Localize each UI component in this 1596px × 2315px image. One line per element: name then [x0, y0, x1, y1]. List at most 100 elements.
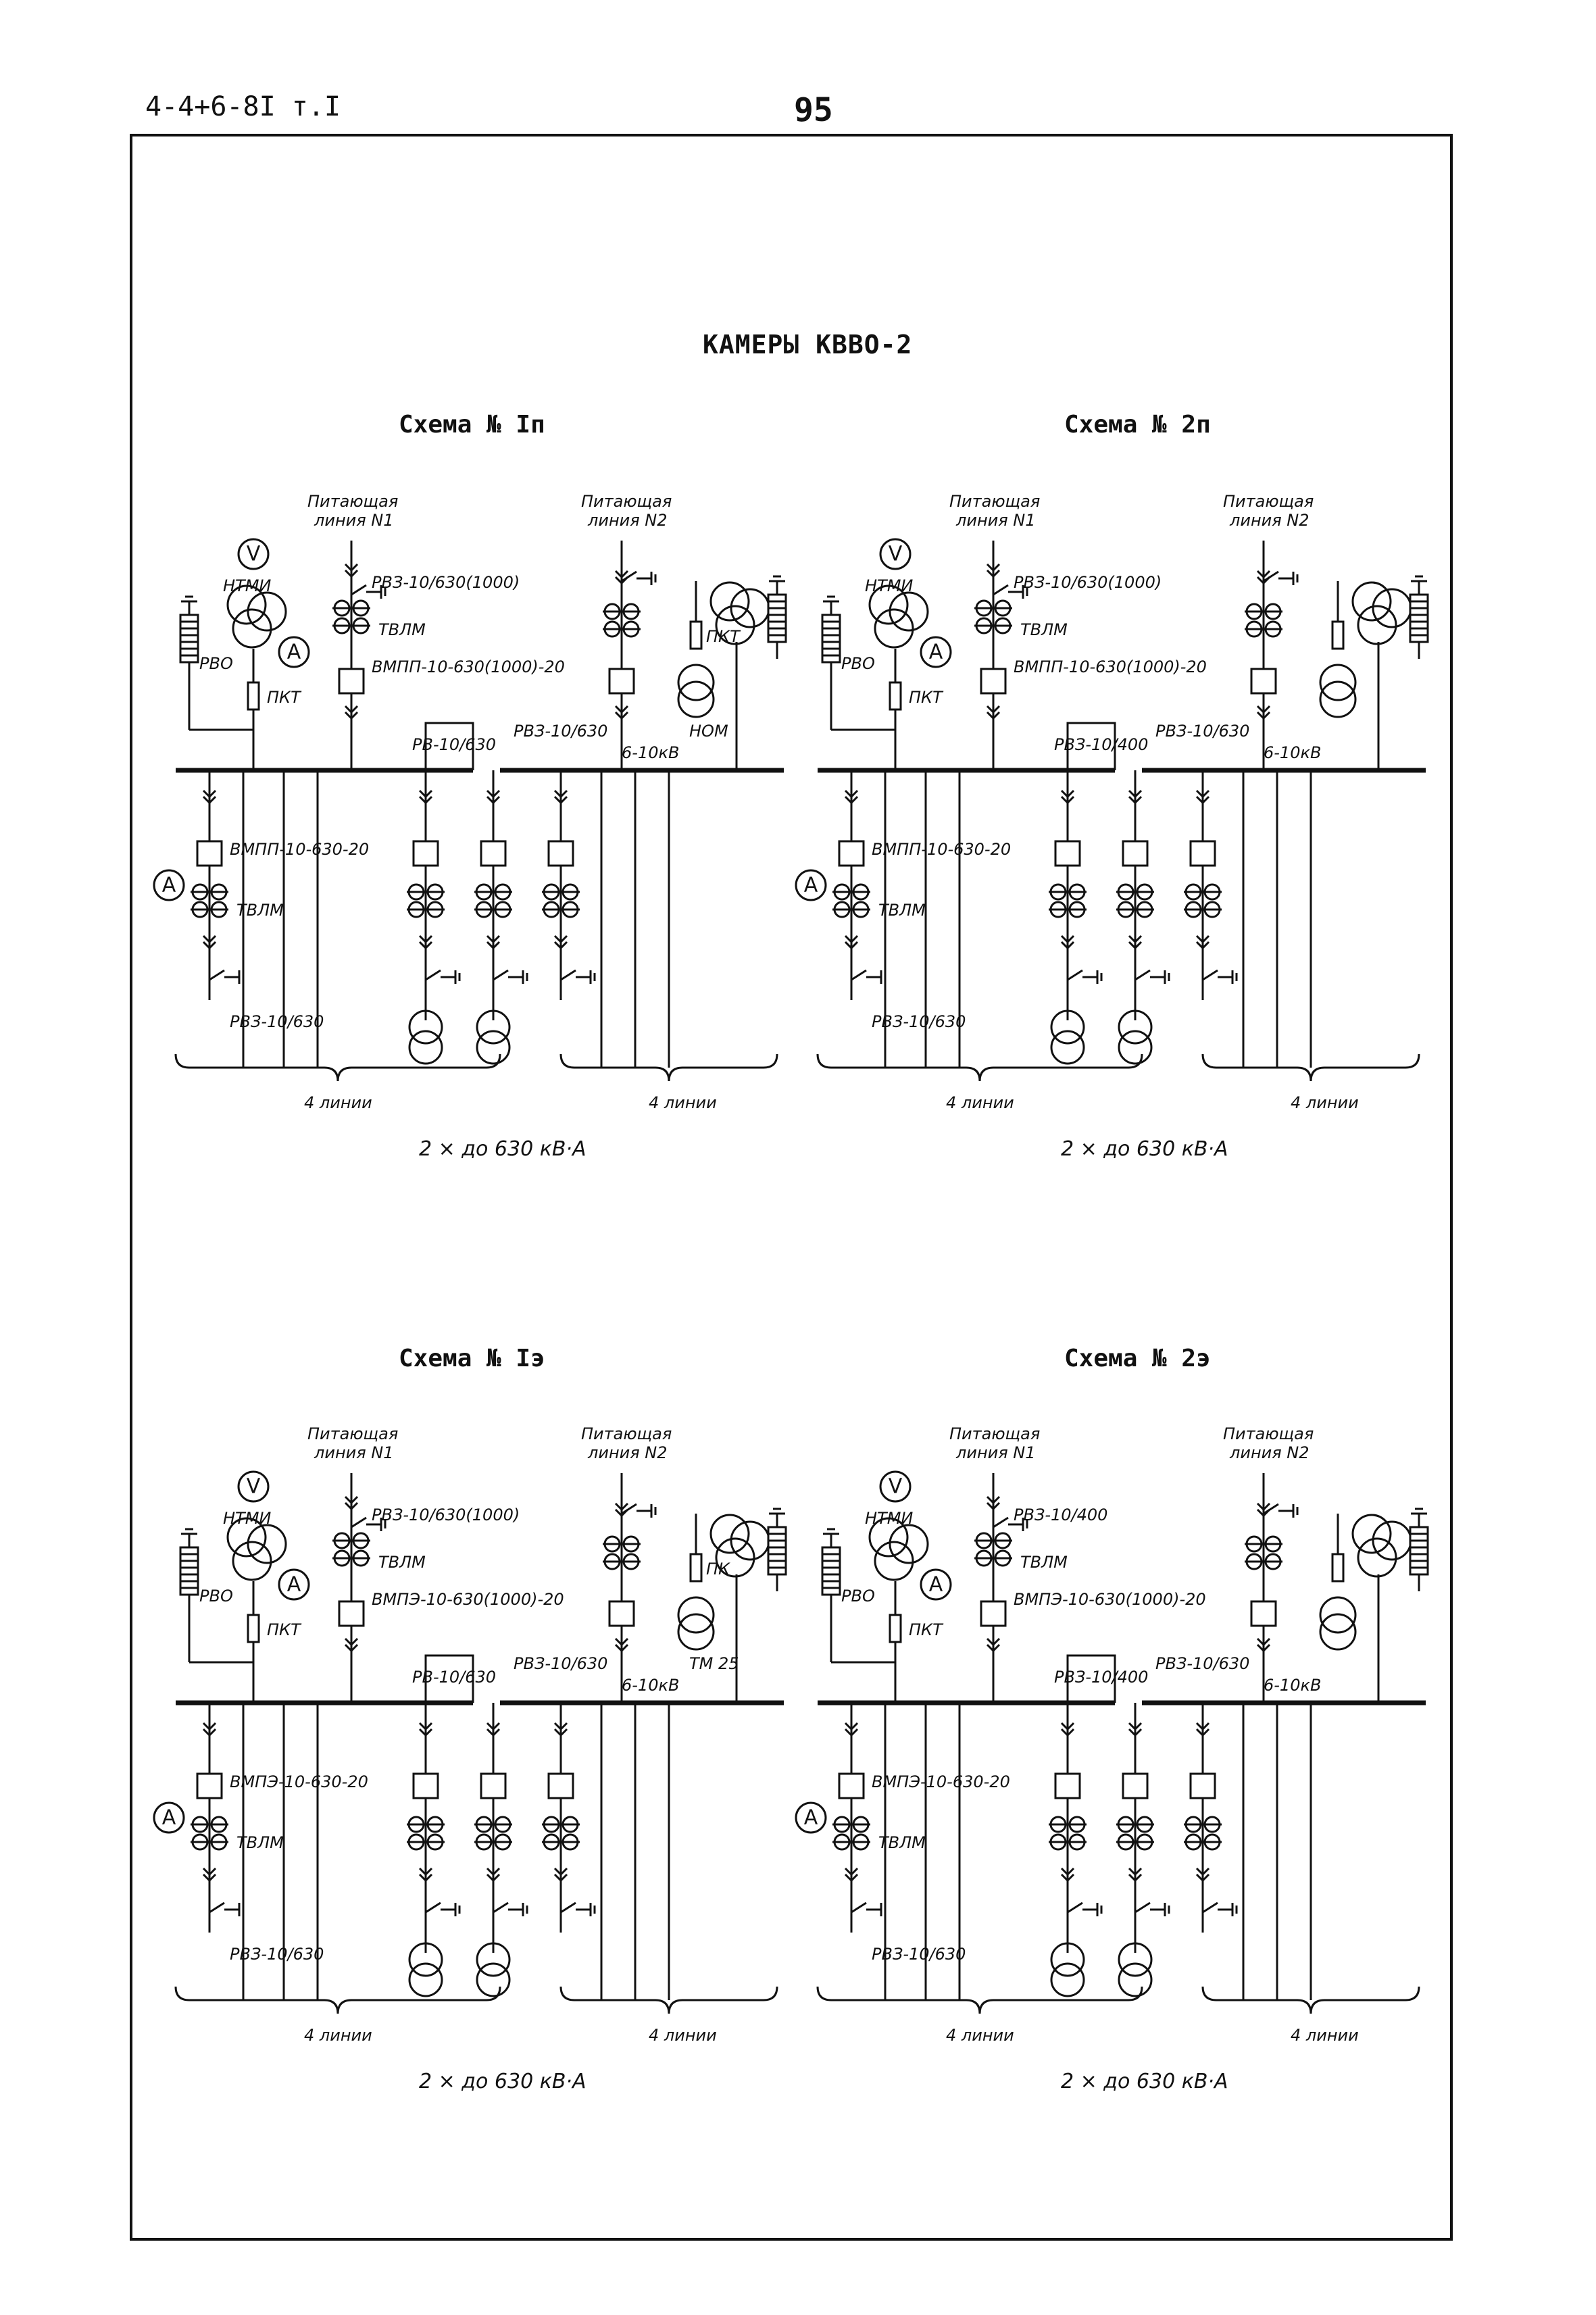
- disconnector-label: РВЗ-10/630(1000): [1014, 573, 1162, 592]
- circuit-breaker: [412, 1772, 439, 1799]
- transformer-caption: 2 × до 630 кВ·А: [1061, 2070, 1228, 2093]
- earth-switch: [351, 1516, 386, 1531]
- earth-switch: [1263, 570, 1299, 585]
- voltage-transformer-symbol: [889, 591, 929, 632]
- contact-chevron: [553, 1867, 568, 1883]
- brace: [1201, 1053, 1420, 1082]
- fuse-label: ПКТ: [267, 1620, 302, 1639]
- power-transformer-symbol: [1118, 1010, 1153, 1045]
- fuse: [889, 1614, 902, 1643]
- scheme-4-title: Схема № 2э: [1064, 1345, 1211, 1372]
- power-transformer-symbol: [1050, 1030, 1085, 1065]
- aux-transformer-symbol: [677, 1596, 715, 1634]
- earth-switch: [1202, 969, 1238, 984]
- fuse: [689, 620, 703, 650]
- contact-chevron: [553, 789, 568, 805]
- brace: [816, 1986, 1143, 2014]
- disconnector-label: РВЗ-10/630: [872, 1945, 966, 1964]
- voltage-transformer-symbol: [868, 1517, 909, 1558]
- circuit-breaker: [547, 840, 574, 867]
- section-disconnector-label: РВЗ-10/630: [514, 722, 607, 741]
- earth-switch: [351, 584, 386, 599]
- lines-count-right: 4 линии: [649, 2026, 717, 2045]
- earth-switch: [493, 969, 528, 984]
- brace: [174, 1986, 501, 2014]
- contact-chevron: [1256, 705, 1271, 720]
- earth-switch: [621, 1503, 657, 1518]
- power-transformer-symbol: [1050, 1942, 1085, 1977]
- fuse-label: ПКТ: [909, 688, 944, 707]
- transformer-caption: 2 × до 630 кВ·А: [419, 1137, 587, 1161]
- aux-transformer-symbol: [1319, 680, 1357, 718]
- voltage-transformer-symbol: [874, 608, 914, 649]
- earth-switch: [560, 1901, 596, 1916]
- voltmeter-label: V: [247, 543, 261, 566]
- arrester-label: РВО: [841, 1587, 875, 1605]
- fuse-label: ПКТ: [267, 688, 302, 707]
- transformer-caption: 2 × до 630 кВ·А: [1061, 1137, 1228, 1161]
- power-transformer-symbol: [1118, 1962, 1153, 1997]
- power-transformer-symbol: [476, 1030, 511, 1065]
- drawing-frame: [130, 134, 1453, 2241]
- ammeter-label: A: [162, 1806, 176, 1830]
- section-disconnector-label: РВЗ-10/630: [1155, 1654, 1249, 1673]
- earth-switch: [993, 1516, 1028, 1531]
- voltage-transformer-symbol: [1351, 1514, 1392, 1554]
- lines-count-left: 4 линии: [304, 2026, 372, 2045]
- aux-transformer-symbol: [677, 680, 715, 718]
- voltmeter-label: V: [889, 1475, 903, 1499]
- ammeter-label: A: [162, 874, 176, 897]
- transformer-caption: 2 × до 630 кВ·А: [419, 2070, 587, 2093]
- voltage-transformer-symbol: [247, 1524, 287, 1564]
- outgoing-breaker-label: ВМПЭ-10-630-20: [230, 1772, 368, 1791]
- contact-chevron: [1195, 1867, 1210, 1883]
- voltmeter: [237, 538, 270, 570]
- ammeter: [278, 1568, 310, 1601]
- ct-label: ТВЛМ: [878, 1833, 926, 1852]
- voltage-transformer-symbol: [874, 1541, 914, 1581]
- voltmeter-label: V: [247, 1475, 261, 1499]
- contact-chevron: [202, 935, 217, 950]
- disconnector-label: РВЗ-10/400: [1014, 1505, 1107, 1524]
- section-switch-label: РВ-10/630: [412, 735, 496, 754]
- page-number: 95: [794, 91, 833, 129]
- circuit-breaker: [480, 840, 507, 867]
- fuse: [247, 1614, 260, 1643]
- contact-chevron: [1195, 1722, 1210, 1737]
- disconnector-label: РВЗ-10/630: [230, 1945, 324, 1964]
- ct-label: ТВЛМ: [1020, 620, 1068, 639]
- ammeter: [795, 1801, 827, 1834]
- aux-transformer-symbol: [1319, 1613, 1357, 1651]
- fuse: [1331, 1553, 1345, 1583]
- earth-switch: [851, 1901, 887, 1916]
- contact-chevron: [1128, 1722, 1143, 1737]
- earth-switch: [1263, 1503, 1299, 1518]
- voltage-transformer-symbol: [226, 1517, 267, 1558]
- power-transformer-symbol: [476, 1942, 511, 1977]
- contact-chevron: [486, 935, 501, 950]
- brace: [559, 1986, 778, 2014]
- voltmeter: [879, 538, 912, 570]
- contact-chevron: [986, 705, 1001, 720]
- contact-chevron: [202, 1867, 217, 1883]
- section-switch-label: РВЗ-10/400: [1054, 735, 1148, 754]
- contact-chevron: [844, 935, 859, 950]
- power-transformer-symbol: [408, 1030, 443, 1065]
- circuit-breaker: [338, 1600, 365, 1627]
- ct-label: ТВЛМ: [878, 901, 926, 920]
- earth-switch: [560, 969, 596, 984]
- lines-count-left: 4 линии: [946, 1093, 1014, 1112]
- scheme-3-title: Схема № Iэ: [399, 1345, 545, 1372]
- voltmeter: [879, 1470, 912, 1503]
- contact-chevron: [1060, 1867, 1075, 1883]
- fuse-label: ПКТ: [909, 1620, 944, 1639]
- circuit-breaker: [338, 668, 365, 695]
- ammeter: [920, 636, 952, 668]
- contact-chevron: [418, 935, 433, 950]
